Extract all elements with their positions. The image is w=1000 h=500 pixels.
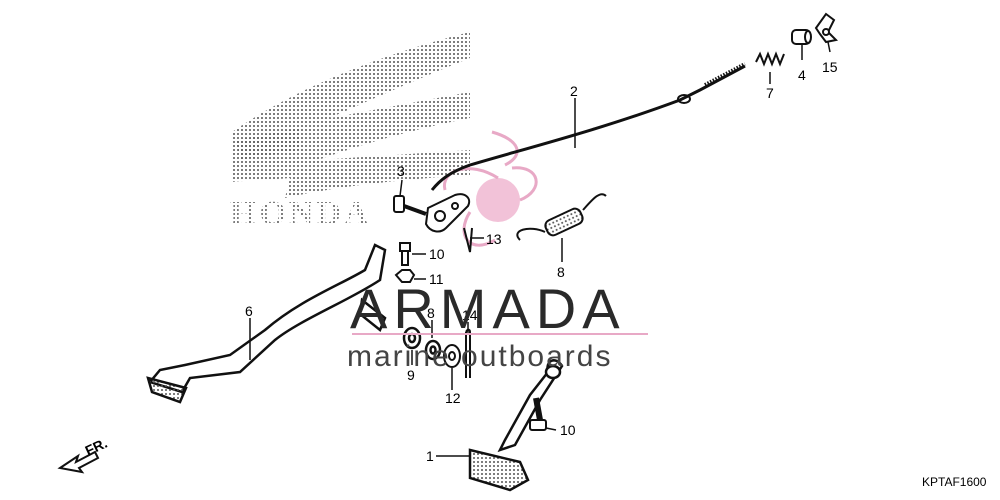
part-1-pedal — [468, 359, 564, 492]
diagram-code: KPTAF1600 — [922, 475, 987, 489]
callout-5: 7 — [766, 85, 774, 101]
callout-15: 15 — [822, 59, 838, 75]
callout-9: 10 — [560, 422, 576, 438]
callout-11: 11 — [429, 271, 444, 287]
callout-14: 14 — [462, 307, 478, 323]
callout-4: 4 — [798, 67, 806, 83]
part-6-brake-pedal — [146, 243, 387, 404]
part-2-cable — [430, 62, 746, 191]
callout-leaders — [249, 41, 831, 457]
callout-10: 10 — [429, 246, 445, 262]
part-15-wing-nut — [814, 12, 839, 44]
front-direction-indicator: FR. — [57, 435, 110, 474]
part-7-spring — [516, 193, 607, 241]
part-3-bolt — [393, 195, 427, 216]
callout-12: 12 — [445, 390, 461, 406]
part-5-spring — [755, 51, 785, 67]
watermark-brand: ARMADA — [350, 277, 626, 340]
callout-8-upper: 8 — [427, 305, 435, 321]
brake-arm-plate — [424, 193, 471, 233]
callout-2: 2 — [570, 83, 578, 99]
callout-13: 13 — [486, 231, 502, 247]
callout-6: 6 — [245, 303, 253, 319]
part-11-nut — [394, 269, 416, 283]
callout-3: 3 — [397, 163, 405, 179]
honda-logo-text: HONDA — [230, 195, 372, 232]
callout-7: 8 — [557, 264, 565, 280]
part-13-pin — [463, 227, 473, 253]
watermark-subtitle: marine outboards — [347, 340, 612, 373]
part-10-bolt — [399, 242, 411, 266]
fr-label: FR. — [83, 435, 110, 459]
part-9-bolt — [529, 397, 547, 431]
honda-wing-logo: HONDA — [230, 32, 470, 232]
callout-1: 1 — [426, 448, 434, 464]
callout-8-lower: 9 — [407, 367, 415, 383]
part-12-washer — [443, 344, 461, 368]
part-4-collar — [791, 29, 812, 45]
